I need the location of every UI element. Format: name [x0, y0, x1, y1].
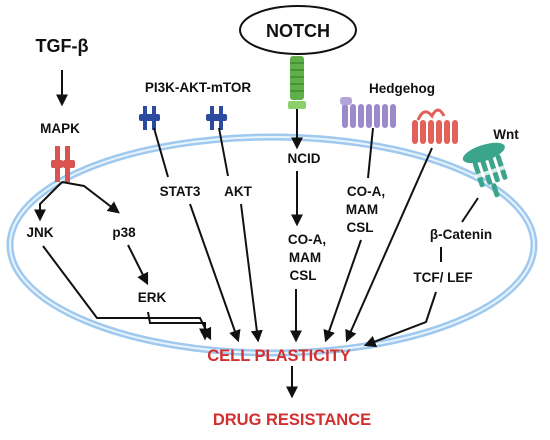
notch-target-line: CO-A, [288, 232, 326, 247]
wnt-receptor-icon [462, 142, 508, 198]
notch-targets: CO-A, MAM CSL [288, 232, 326, 283]
mapk-to-p38-arrow [61, 181, 120, 214]
hedgehog-label: Hedgehog [369, 81, 435, 96]
cell-membrane [6, 133, 538, 357]
mapk-receptor-icon [51, 146, 75, 182]
cell-plasticity-label: CELL PLASTICITY [207, 347, 351, 365]
hedgehog-target-line: CO-A, [347, 184, 385, 199]
beta-catenin-label: β-Catenin [430, 227, 492, 242]
akt-to-plasticity-arrow [240, 203, 263, 343]
akt-label: AKT [224, 184, 252, 199]
erk-label: ERK [138, 290, 167, 305]
notch-label: NOTCH [266, 21, 330, 41]
notch-receptor-icon [288, 56, 306, 124]
pi3k-to-stat3-line [153, 127, 169, 178]
hedgehog-target-line: MAM [346, 202, 378, 217]
notch-target-line: CSL [290, 268, 317, 283]
pi3k-receptor-right-icon [206, 106, 227, 130]
jnk-label: JNK [26, 225, 53, 240]
pi3k-receptor-left-icon [139, 106, 160, 130]
pathway-arrows [34, 124, 479, 399]
erk-to-plasticity-arrow [147, 311, 211, 341]
pi3k-akt-mtor-label: PI3K-AKT-mTOR [145, 80, 252, 95]
mapk-label: MAPK [40, 121, 80, 136]
smoothened-receptor-icon [340, 97, 396, 128]
tcf-lef-label: TCF/ LEF [413, 270, 472, 285]
notch-target-line: MAM [289, 250, 321, 265]
hedgehog-targets: CO-A, MAM CSL [346, 184, 385, 235]
ptch-to-plasticity-arrow [345, 147, 433, 343]
stat3-label: STAT3 [160, 184, 201, 199]
hedgehog-target-line: CSL [347, 220, 374, 235]
patched-receptor-icon [412, 108, 458, 144]
smo-to-targets-line [367, 127, 374, 179]
wnt-to-beta-catenin-line [461, 197, 479, 223]
tgf-beta-label: TGF-β [36, 36, 89, 56]
pi3k-to-akt-line [218, 127, 229, 177]
p38-label: p38 [112, 225, 136, 240]
tcf-to-plasticity-arrow [363, 291, 437, 348]
ncid-label: NCID [288, 151, 321, 166]
jnk-to-plasticity-arrow [42, 245, 212, 341]
wnt-label: Wnt [493, 127, 519, 142]
hedgehog-targets-to-plasticity-arrow [323, 239, 362, 343]
stat3-to-plasticity-arrow [189, 203, 241, 343]
p38-to-erk-arrow [127, 244, 149, 286]
mapk-to-jnk-arrow [34, 181, 63, 222]
notch-node: NOTCH [239, 5, 357, 55]
drug-resistance-label: DRUG RESISTANCE [213, 411, 371, 429]
